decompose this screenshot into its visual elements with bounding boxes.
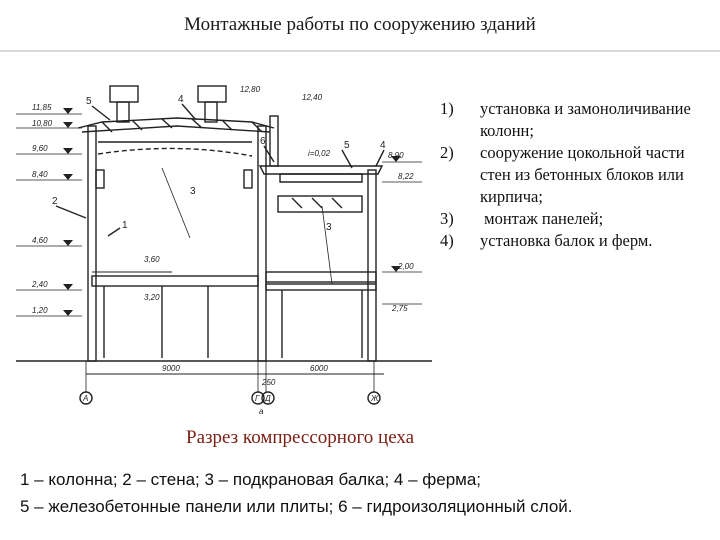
- axis-label: Г: [255, 394, 260, 403]
- elevation-label: 8,40: [32, 170, 48, 179]
- axis-label: Д: [264, 394, 271, 403]
- elevation-label: 12,40: [302, 93, 323, 102]
- elevation-label: 4,60: [32, 236, 48, 245]
- elevation-label: 8,90: [388, 151, 404, 160]
- figure-legend: 1 – колонна; 2 – стена; 3 – подкрановая …: [20, 466, 710, 520]
- list-item: 2) сооружение цокольной части стен из бе…: [440, 142, 710, 208]
- list-item-text: установка и замоноличивание колонн;: [480, 99, 691, 140]
- compressor-section-drawing: 11,85 10,80 9,60 8,40 4,60 2,40 1,20 12,…: [16, 85, 432, 416]
- callout-number: 3: [190, 186, 196, 197]
- callout-number: 2: [52, 196, 58, 207]
- list-item-text: монтаж панелей;: [480, 209, 604, 228]
- list-item-number: 2): [440, 143, 454, 162]
- elevation-label: 8,22: [398, 172, 414, 181]
- callout-number: 5: [86, 96, 92, 107]
- elevation-label: 1,20: [32, 306, 48, 315]
- figure-caption: Разрез компрессорного цеха: [186, 427, 415, 448]
- dimension-label: 6000: [310, 364, 328, 373]
- list-item-number: 1): [440, 99, 454, 118]
- callout-number: 4: [178, 94, 184, 105]
- installation-steps-list: 1) установка и замоноличивание колонн; 2…: [440, 98, 710, 252]
- elevation-label: 3,60: [144, 255, 160, 264]
- list-item-number: 3): [440, 209, 454, 228]
- callout-number: 1: [122, 220, 128, 231]
- elevation-label: 10,80: [32, 119, 53, 128]
- slope-label: i=0,02: [308, 149, 331, 158]
- sub-figure-label: а: [259, 407, 264, 416]
- elevation-label: 2,00: [397, 262, 414, 271]
- elevation-label: 12,80: [240, 85, 261, 94]
- list-item-text: установка балок и ферм.: [480, 231, 653, 250]
- legend-line: 1 – колонна; 2 – стена; 3 – подкрановая …: [20, 470, 482, 489]
- dimension-label: 9000: [162, 364, 180, 373]
- callout-number: 6: [260, 136, 266, 147]
- callout-number: 3: [326, 222, 332, 233]
- list-item-number: 4): [440, 231, 454, 250]
- axis-label: А: [82, 394, 88, 403]
- callout-number: 4: [380, 140, 386, 151]
- callout-number: 5: [344, 140, 350, 151]
- legend-line: 5 – железобетонные панели или плиты; 6 –…: [20, 497, 573, 516]
- elevation-label: 2,40: [31, 280, 48, 289]
- elevation-label: 2,75: [391, 304, 408, 313]
- axis-label: Ж: [370, 394, 379, 403]
- title-divider: [0, 50, 720, 52]
- dimension-label: 250: [261, 378, 276, 387]
- elevation-label: 9,60: [32, 144, 48, 153]
- elevation-label: 11,85: [32, 103, 52, 112]
- slide-title: Монтажные работы по сооружению зданий: [184, 14, 536, 35]
- list-item-text: сооружение цокольной части стен из бетон…: [480, 143, 685, 206]
- elevation-label: 3,20: [144, 293, 160, 302]
- list-item: 1) установка и замоноличивание колонн;: [440, 98, 710, 142]
- list-item: 3) монтаж панелей;: [440, 208, 710, 230]
- list-item: 4) установка балок и ферм.: [440, 230, 710, 252]
